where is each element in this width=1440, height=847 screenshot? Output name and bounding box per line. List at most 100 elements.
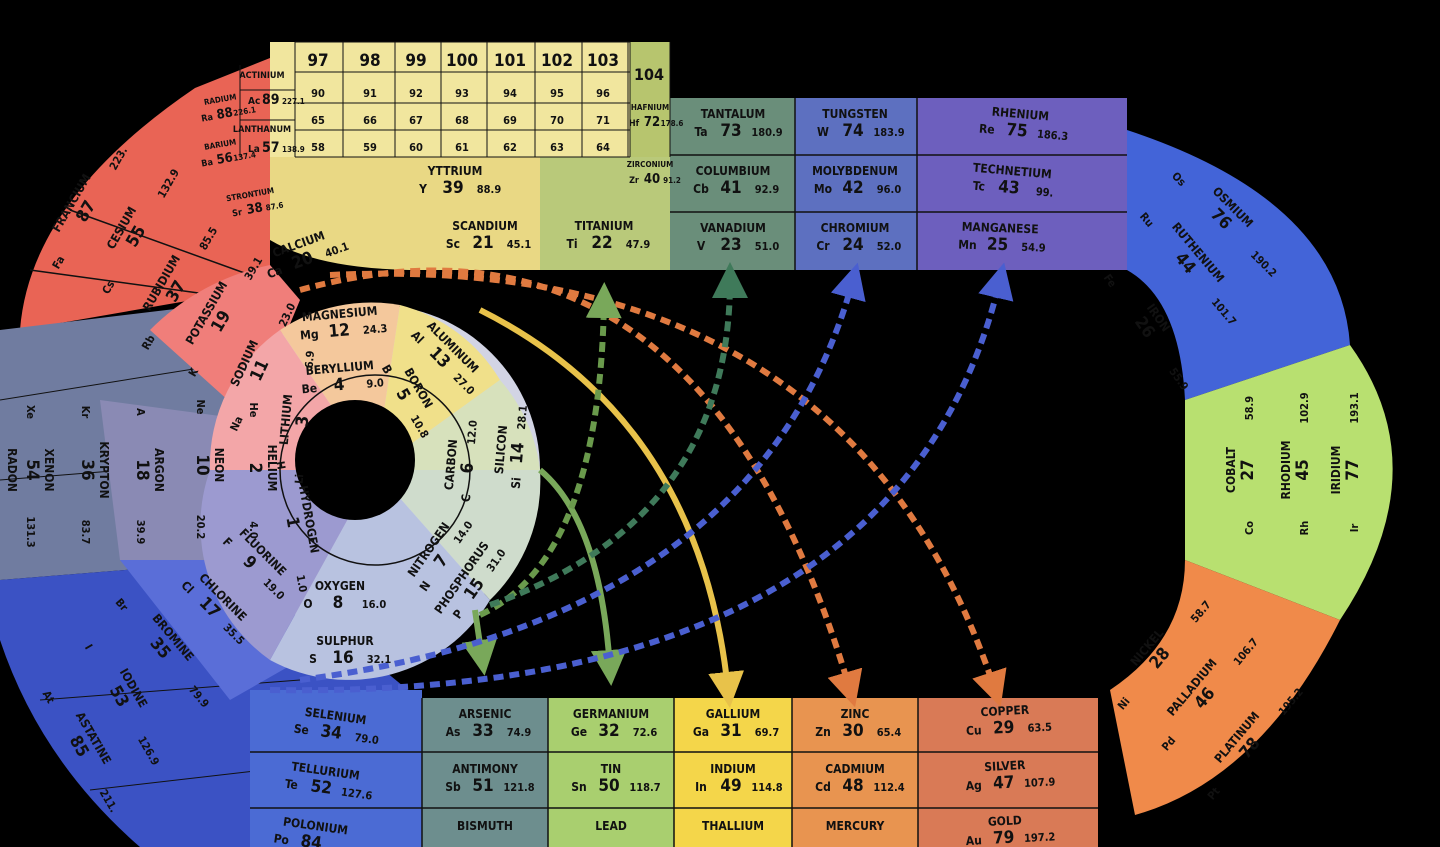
element-cell-mercury: MERCURY: [826, 819, 885, 833]
element-symbol: Cs: [100, 278, 118, 296]
element-cell-radon: RADON: [5, 448, 19, 492]
element-weight: 226.1: [233, 105, 257, 118]
element-symbol: Hf: [629, 119, 640, 129]
element-symbol: Ca: [265, 263, 284, 281]
inner-spiral: [200, 302, 541, 680]
element-weight: 9.0: [366, 376, 385, 390]
rare-lanthanide-cell: 58: [311, 141, 325, 154]
element-symbol: Cb: [693, 182, 709, 196]
element-number: 21: [472, 233, 493, 253]
element-name: GALLIUM: [706, 707, 761, 721]
element-number: 6: [457, 462, 478, 474]
element-number: 51: [472, 776, 493, 796]
element-number: 48: [842, 776, 863, 796]
element-weight: 88.9: [477, 183, 502, 196]
element-number: 24: [842, 235, 863, 255]
element-name: GOLD: [988, 813, 1023, 829]
element-name: KRYPTON: [97, 441, 111, 498]
element-number: 18: [132, 459, 152, 480]
element-number: 43: [997, 177, 1020, 199]
element-name: INDIUM: [710, 762, 756, 776]
element-symbol: H: [274, 460, 288, 470]
rare-lanthanide-cell: 59: [363, 141, 377, 154]
lanthanum-number: 57: [262, 140, 280, 156]
actinium-label: ACTINIUM: [239, 71, 284, 81]
element-number: 1: [281, 515, 303, 529]
element-name: ARSENIC: [459, 707, 512, 721]
element-weight: 137.4: [233, 150, 257, 163]
element-number: 25: [987, 235, 1009, 256]
element-symbol: Sb: [445, 780, 461, 794]
element-weight: 45.1: [507, 238, 532, 251]
element-weight: 4.0: [247, 521, 260, 539]
rare-actinide-cell: 90: [311, 87, 325, 100]
element-number: 45: [1293, 459, 1313, 480]
element-number: 8: [333, 593, 344, 613]
element-symbol: Sn: [571, 780, 586, 794]
element-number: 27: [1238, 459, 1258, 480]
rare-lanthanide-cell: 61: [455, 141, 469, 154]
actinium-symbol: Ac: [248, 96, 260, 107]
element-symbol: In: [695, 780, 707, 794]
rare-lanthanide-cell: 60: [409, 141, 423, 154]
element-symbol: Se: [293, 721, 310, 737]
element-weight: 121.8: [503, 781, 534, 794]
element-name: RHODIUM: [1279, 440, 1293, 499]
element-weight: 193.1: [1348, 392, 1361, 423]
element-number: 88: [215, 105, 234, 123]
element-104: 104: [634, 65, 664, 84]
element-number: 36: [77, 459, 97, 480]
element-name: SCANDIUM: [452, 219, 518, 233]
element-symbol: Co: [1243, 521, 1256, 535]
element-number: 31: [720, 721, 741, 741]
element-symbol: O: [303, 597, 312, 611]
arrow-blue-manganese: [269, 262, 1014, 694]
element-number: 2: [245, 463, 265, 474]
element-name: MANGANESE: [961, 220, 1038, 237]
element-name: ANTIMONY: [452, 762, 518, 776]
element-symbol: Ir: [1348, 524, 1361, 533]
actinium-weight: 227.1: [282, 97, 305, 106]
element-number: 38: [245, 200, 264, 218]
element-name: TECHNETIUM: [972, 161, 1052, 182]
element-symbol: W: [817, 125, 829, 139]
rare-earth-grid: ACTINIUM Ac 89 227.1 LANTHANUM La 57 138…: [233, 41, 671, 158]
element-number: 79: [993, 828, 1015, 847]
arrow-green-phosphorus: [461, 609, 498, 676]
element-weight: 87.6: [265, 201, 284, 213]
rare-column-header: 101: [494, 51, 526, 71]
bottom-band: [250, 690, 1098, 847]
element-weight: 16.0: [362, 598, 387, 611]
element-number: 52: [309, 776, 333, 799]
element-name: SILICON: [492, 425, 510, 475]
element-number: 22: [591, 233, 612, 253]
element-name: THALLIUM: [702, 819, 764, 833]
element-number: 29: [993, 718, 1015, 739]
element-symbol: Zn: [815, 725, 831, 739]
arrow-green-germanium: [538, 467, 627, 686]
element-weight: 39.9: [134, 520, 147, 545]
rare-actinide-cell: 94: [503, 87, 517, 100]
element-symbol: Ra: [201, 113, 214, 125]
element-name: MOLYBDENUM: [812, 164, 898, 178]
element-symbol: Zr: [629, 176, 639, 186]
element-name: GERMANIUM: [573, 707, 649, 721]
element-name: ARGON: [152, 448, 166, 492]
element-weight: 12.0: [465, 420, 480, 446]
element-symbol: Cd: [815, 780, 831, 794]
element-weight: 58.9: [1243, 396, 1256, 421]
element-symbol: A: [134, 408, 147, 416]
